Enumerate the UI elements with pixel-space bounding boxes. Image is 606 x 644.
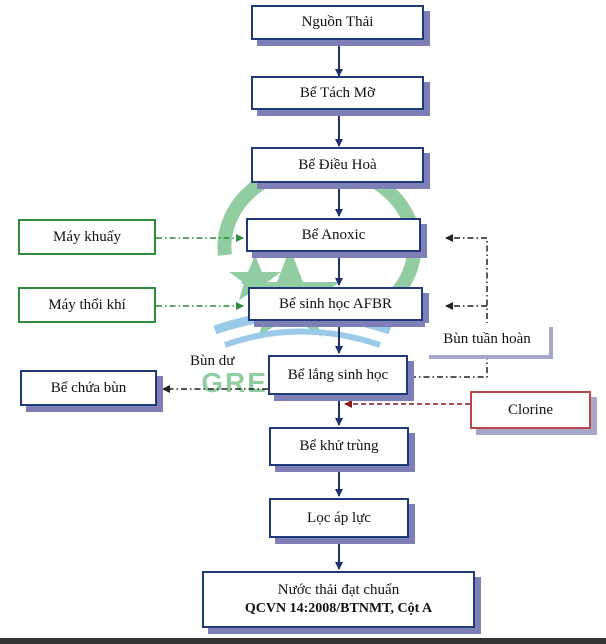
final-line-2: QCVN 14:2008/BTNMT, Cột A [244,601,433,617]
node-blower[interactable]: Máy thổi khí [18,287,156,323]
node-afbr[interactable]: Bể sinh học AFBR [248,287,423,321]
node-final[interactable]: Nước thải đạt chuẩn QCVN 14:2008/BTNMT, … [202,571,475,628]
final-line-1: Nước thải đạt chuẩn [277,582,400,599]
label-excess-sludge: Bùn dư [190,353,235,369]
node-anoxic[interactable]: Bể Anoxic [246,218,421,252]
node-sludge-tank[interactable]: Bể chứa bùn [20,370,157,406]
label-recycle-sludge: Bùn tuần hoàn [425,323,549,355]
node-source[interactable]: Nguồn Thải [251,5,424,40]
bottom-border [0,638,606,644]
node-pressure-filter[interactable]: Lọc áp lực [269,498,409,538]
node-equalization[interactable]: Bể Điều Hoà [251,147,424,183]
node-grease-trap[interactable]: Bể Tách Mỡ [251,76,424,110]
node-chlorine[interactable]: Clorine [470,391,591,429]
node-settling[interactable]: Bể lắng sinh học [268,355,408,395]
node-disinfection[interactable]: Bể khử trùng [269,427,409,466]
node-mixer[interactable]: Máy khuấy [18,219,156,255]
